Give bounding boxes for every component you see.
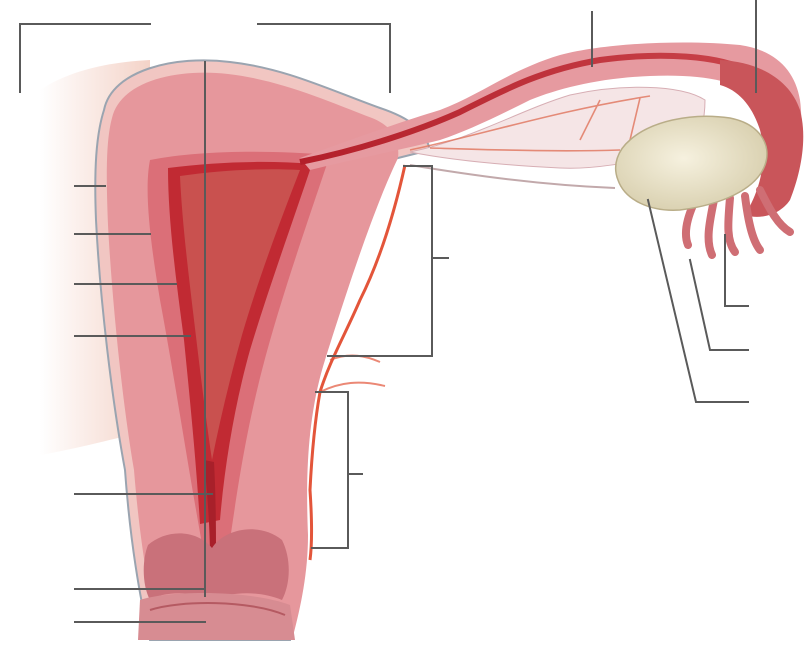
vaginal-fornix [138,593,295,640]
ovarian-ligament [410,165,615,188]
leader-ovary [648,200,748,402]
uterine-artery-branch [320,356,385,392]
